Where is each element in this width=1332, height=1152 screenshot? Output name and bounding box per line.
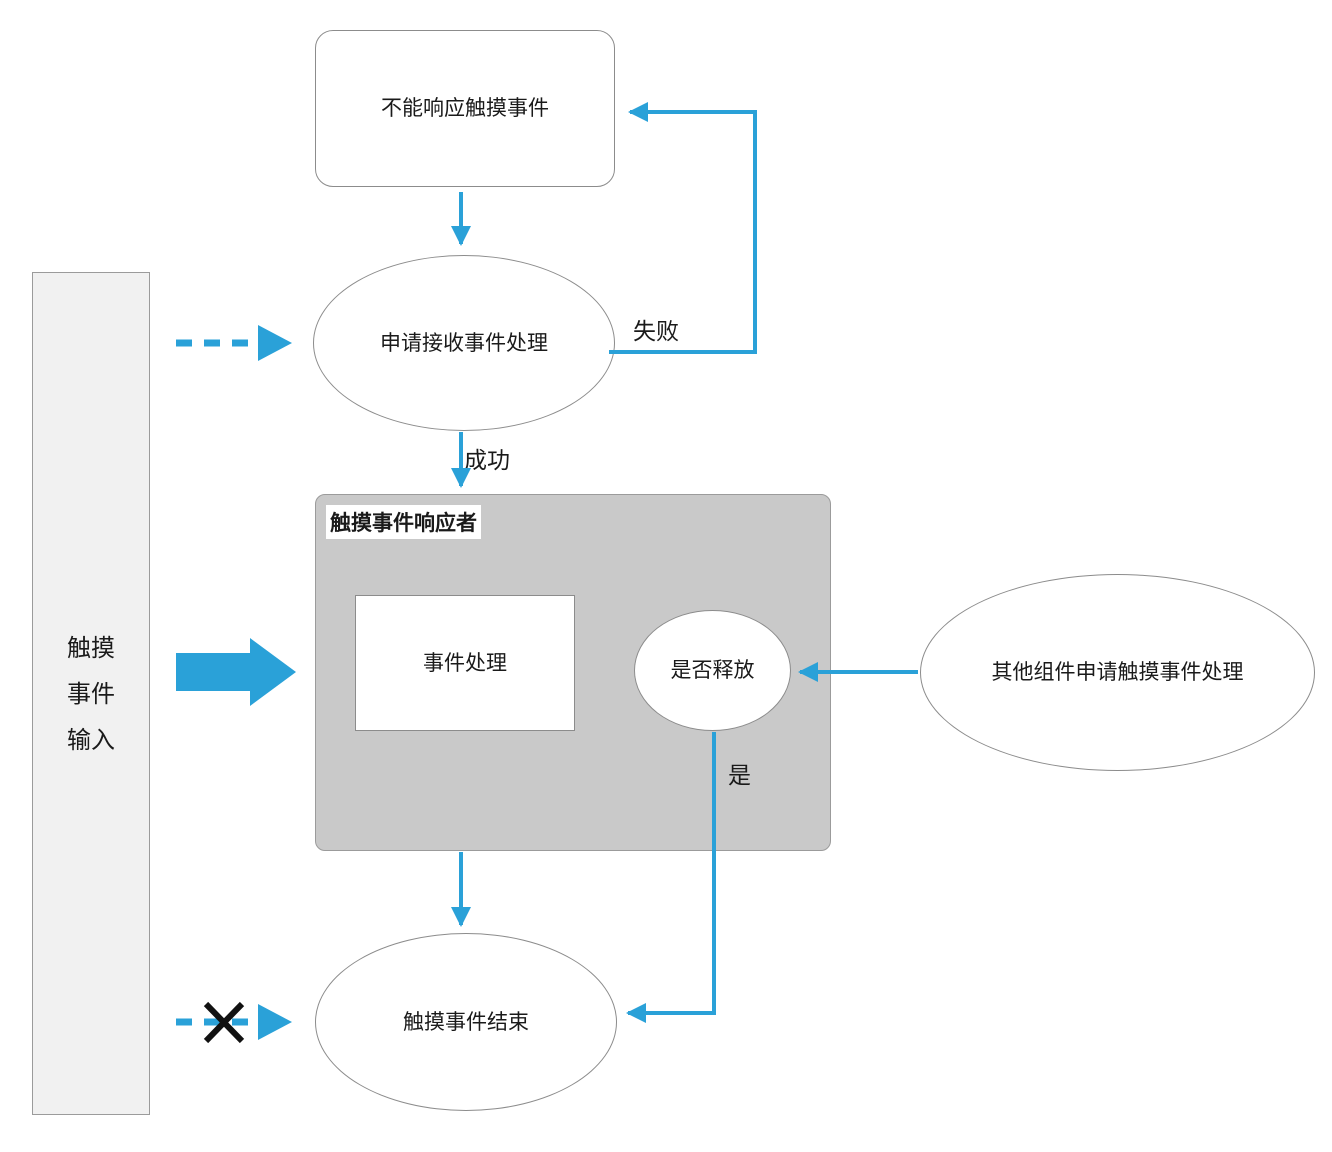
node-release-check-label: 是否释放 [670,658,755,683]
node-event-handling-label: 事件处理 [423,650,507,675]
touch-input-line: 触摸 [67,633,115,662]
touch-input-panel: 触摸 事件 输入 [32,272,150,1115]
edge-label-success: 成功 [464,448,510,474]
node-apply-receive: 申请接收事件处理 [313,255,615,431]
node-release-check: 是否释放 [634,610,791,731]
dashed-arrow-top [176,325,292,361]
x-mark-icon [203,1001,245,1044]
touch-input-line: 事件 [67,679,115,708]
dashed-arrow-bottom [176,1001,292,1044]
edge-label-fail: 失败 [633,319,679,345]
dashed-arrow-top-head [258,325,292,361]
block-arrow-input-to-container [176,638,296,706]
edge-fail-loop [609,102,757,354]
node-cannot-respond-label: 不能响应触摸事件 [381,96,549,121]
node-event-handling: 事件处理 [355,595,575,731]
edge-label-yes: 是 [728,763,751,789]
node-other-components-request: 其他组件申请触摸事件处理 [920,574,1315,771]
node-other-components-request-label: 其他组件申请触摸事件处理 [991,660,1244,685]
node-touch-event-end-label: 触摸事件结束 [403,1009,529,1034]
dashed-arrow-bottom-head [258,1004,292,1040]
node-cannot-respond: 不能响应触摸事件 [315,30,615,187]
responder-container-title: 触摸事件响应者 [326,505,481,539]
node-touch-event-end: 触摸事件结束 [315,933,617,1111]
node-apply-receive-label: 申请接收事件处理 [380,330,548,355]
touch-input-line: 输入 [67,725,115,754]
